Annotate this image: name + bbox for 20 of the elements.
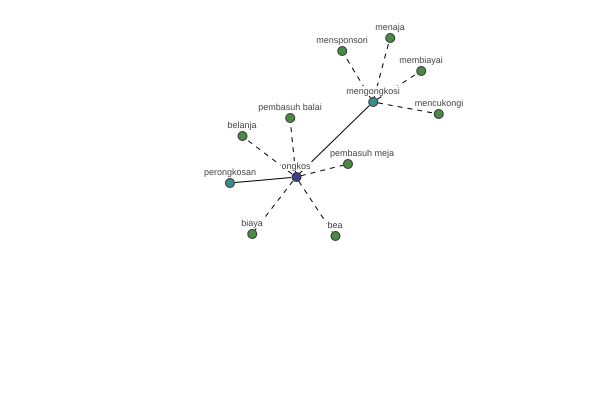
link-line xyxy=(299,105,370,174)
node-label: mencukongi xyxy=(414,98,464,108)
dashed-link xyxy=(374,42,390,98)
node-label: perongkosan xyxy=(202,167,258,177)
node-label: pembasuh balai xyxy=(257,102,323,112)
dashed-link xyxy=(245,138,293,174)
node-label: pembasuh meja xyxy=(328,148,396,158)
node-label: mengongkosi xyxy=(345,86,401,96)
node-label: belanja xyxy=(226,120,258,130)
node-label: bea xyxy=(326,220,344,230)
node-label: biaya xyxy=(240,218,264,228)
dashed-link xyxy=(254,180,294,231)
link-line xyxy=(234,176,292,184)
node-label: membiayai xyxy=(398,55,444,65)
node-label: ongkos xyxy=(280,161,312,171)
dashed-link xyxy=(377,102,435,114)
node-label: mensponsori xyxy=(315,35,369,45)
node-label: menaja xyxy=(374,22,406,32)
dashed-link xyxy=(298,180,333,232)
dashed-link xyxy=(300,164,344,176)
